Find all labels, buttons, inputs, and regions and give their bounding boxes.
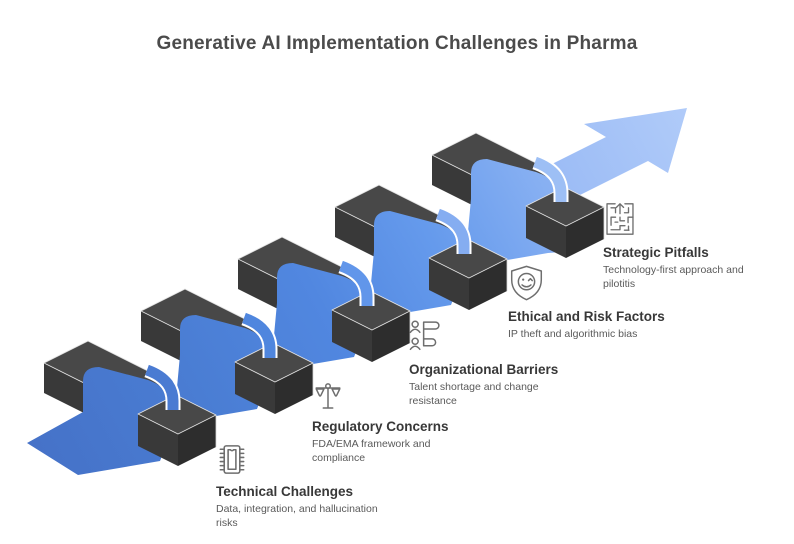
chip-icon (219, 445, 245, 474)
challenge-item-strategic: Strategic Pitfalls Technology-first appr… (603, 199, 778, 292)
challenge-heading: Strategic Pitfalls (603, 245, 709, 260)
challenge-heading: Technical Challenges (216, 484, 354, 499)
page-title: Generative AI Implementation Challenges … (156, 33, 638, 54)
challenge-item-ethical: Ethical and Risk Factors IP theft and al… (508, 264, 708, 342)
scales-icon (315, 383, 341, 409)
challenge-description: IP theft and algorithmic bias (508, 328, 638, 340)
shield-face-icon (510, 265, 543, 301)
people-org-icon (409, 320, 440, 351)
challenge-item-regulatory: Regulatory Concerns FDA/EMA framework an… (312, 380, 472, 466)
challenge-description: FDA/EMA framework and compliance (312, 438, 431, 464)
challenge-description: Data, integration, and hallucination ris… (216, 503, 378, 529)
challenge-item-organizational: Organizational Barriers Talent shortage … (409, 318, 569, 409)
challenge-description: Technology-first approach and pilotitis (603, 264, 744, 290)
challenge-heading: Ethical and Risk Factors (508, 309, 665, 324)
maze-arrow-icon (606, 203, 634, 235)
challenge-heading: Organizational Barriers (409, 362, 559, 377)
ribbon-path (27, 159, 562, 475)
challenge-description: Talent shortage and change resistance (409, 381, 539, 407)
challenge-item-technical: Technical Challenges Data, integration, … (216, 441, 391, 531)
challenge-heading: Regulatory Concerns (312, 419, 449, 434)
